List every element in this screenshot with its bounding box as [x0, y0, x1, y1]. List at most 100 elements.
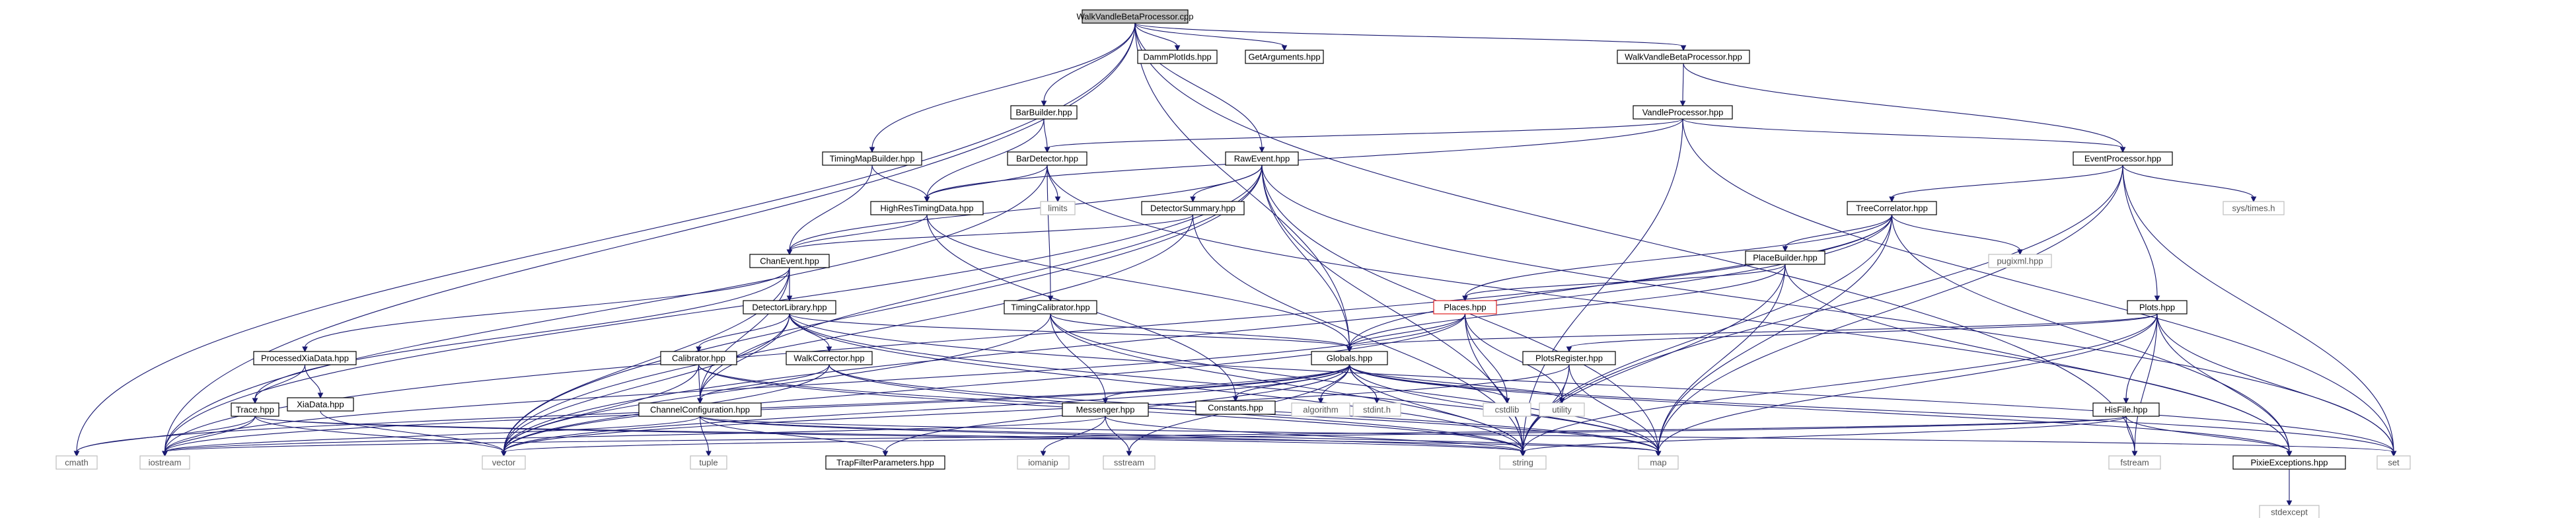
edge-highrestimingdata-to-chanevent	[789, 214, 928, 251]
edge-vandleprocessor-to-bardetector	[1047, 118, 1683, 149]
edge-root-to-cmath	[76, 22, 1136, 453]
edge-plots-to-globals	[1348, 313, 2158, 348]
node-label: Constants.hpp	[1208, 403, 1263, 413]
edge-chanevent-to-channelconfiguration	[699, 267, 790, 400]
edge-chanevent-to-processedxiadata	[304, 267, 790, 348]
edge-barbuilder-to-bardetector	[1043, 118, 1048, 149]
edge-arrowhead-rawevent-to-detectorsummary	[1190, 196, 1196, 203]
node-systimes: sys/times.h	[2223, 201, 2285, 215]
node-label: Messenger.hpp	[1076, 405, 1135, 415]
edge-placebuilder-to-string	[1522, 264, 1786, 453]
node-label: TimingCalibrator.hpp	[1011, 303, 1089, 313]
node-treecorrelator[interactable]: TreeCorrelator.hpp	[1847, 201, 1937, 215]
node-label: HisFile.hpp	[2104, 405, 2147, 415]
edge-histfile-to-string	[1522, 416, 2127, 453]
edge-arrowhead-chanevent-to-detectorlibrary	[786, 295, 793, 302]
node-detectorlibrary[interactable]: DetectorLibrary.hpp	[743, 300, 836, 314]
node-placebuilder[interactable]: PlaceBuilder.hpp	[1745, 250, 1825, 265]
node-trace[interactable]: Trace.hpp	[231, 402, 279, 417]
node-plotsregister[interactable]: PlotsRegister.hpp	[1522, 351, 1616, 365]
edge-timingmapbuilder-to-highrestimingdata	[871, 165, 928, 198]
edge-vandleprocessor-to-string	[1522, 118, 1683, 453]
node-timingcalibrator[interactable]: TimingCalibrator.hpp	[1004, 300, 1097, 314]
edge-arrowhead-walkvandlebetaprocessor_hpp-to-vandleprocessor	[1679, 100, 1686, 107]
node-timingmapbuilder[interactable]: TimingMapBuilder.hpp	[822, 151, 922, 166]
node-highrestimingdata[interactable]: HighResTimingData.hpp	[870, 201, 984, 215]
node-map: map	[1638, 455, 1679, 470]
node-rawevent[interactable]: RawEvent.hpp	[1225, 151, 1299, 166]
node-channelconfiguration[interactable]: ChannelConfiguration.hpp	[638, 402, 762, 417]
node-trapfilterparameters[interactable]: TrapFilterParameters.hpp	[825, 455, 945, 470]
node-vandleprocessor[interactable]: VandleProcessor.hpp	[1633, 105, 1733, 120]
edge-arrowhead-placebuilder-to-places	[1462, 295, 1468, 302]
edge-arrowhead-globals-to-stdinth	[1374, 398, 1380, 404]
edge-histfile-to-fstream	[2125, 416, 2135, 453]
edge-histfile-to-pixieexceptions	[2125, 416, 2290, 453]
nodes-layer: WalkVandleBetaProcessor.cppDammPlotIds.h…	[55, 9, 2411, 518]
edge-barbuilder-to-highrestimingdata	[926, 118, 1045, 198]
node-label: algorithm	[1303, 405, 1338, 415]
node-bardetector[interactable]: BarDetector.hpp	[1007, 151, 1087, 166]
node-calibrator[interactable]: Calibrator.hpp	[660, 351, 737, 365]
node-getarguments[interactable]: GetArguments.hpp	[1245, 50, 1324, 64]
edge-detectorsummary-to-vector	[503, 214, 1194, 453]
edge-rawevent-to-globals	[1261, 165, 1350, 348]
edge-arrowhead-processedxiadata-to-xiadata	[317, 392, 324, 399]
node-walkvandlebetaprocessor_hpp[interactable]: WalkVandleBetaProcessor.hpp	[1617, 50, 1750, 64]
edge-arrowhead-root-to-timingmapbuilder	[869, 147, 875, 153]
node-places[interactable]: Places.hpp	[1433, 300, 1497, 314]
edge-timingcalibrator-to-messenger	[1050, 313, 1106, 400]
edge-places-to-cstdlib	[1464, 313, 1508, 400]
edge-root-to-getarguments	[1134, 22, 1285, 47]
edge-detectorsummary-to-chanevent	[789, 214, 1194, 251]
edge-eventprocessor-to-systimes	[2122, 165, 2254, 198]
node-box	[1004, 300, 1097, 314]
node-box	[2376, 455, 2411, 470]
node-label: PixieExceptions.hpp	[2250, 458, 2328, 468]
node-label: GetArguments.hpp	[1248, 52, 1320, 62]
edge-eventprocessor-to-map	[1658, 165, 2123, 453]
node-globals[interactable]: Globals.hpp	[1311, 351, 1388, 365]
edge-treecorrelator-to-pixieexceptions	[1891, 214, 2290, 453]
edge-arrowhead-histfile-to-pixieexceptions	[2286, 451, 2293, 457]
node-label: PlotsRegister.hpp	[1535, 353, 1603, 363]
edge-placebuilder-to-pixieexceptions	[1785, 264, 2290, 453]
node-plots[interactable]: Plots.hpp	[2127, 300, 2188, 314]
node-xiadata[interactable]: XiaData.hpp	[287, 397, 354, 412]
edge-processedxiadata-to-xiadata	[304, 364, 321, 394]
edge-globals-to-set	[1348, 364, 2394, 453]
node-box	[749, 254, 830, 268]
edge-detectorlibrary-to-calibrator	[698, 313, 790, 348]
node-walkcorrector[interactable]: WalkCorrector.hpp	[786, 351, 873, 365]
edge-trace-to-map	[254, 416, 1659, 453]
node-box	[690, 455, 727, 470]
edge-channelconfiguration-to-trapfilterparameters	[699, 416, 886, 453]
node-histfile[interactable]: HisFile.hpp	[2092, 402, 2160, 417]
node-root[interactable]: WalkVandleBetaProcessor.cpp	[1076, 9, 1194, 24]
node-pixieexceptions[interactable]: PixieExceptions.hpp	[2232, 455, 2346, 470]
node-detectorsummary[interactable]: DetectorSummary.hpp	[1141, 201, 1245, 215]
node-box	[1847, 201, 1937, 215]
node-dammplotids[interactable]: DammPlotIds.hpp	[1137, 50, 1218, 64]
edge-arrowhead-histfile-to-iostream	[162, 451, 168, 457]
node-barbuilder[interactable]: BarBuilder.hpp	[1010, 105, 1078, 120]
node-box	[1522, 351, 1616, 365]
node-messenger[interactable]: Messenger.hpp	[1062, 402, 1149, 417]
node-box	[2073, 151, 2173, 166]
edge-arrowhead-plots-to-histfile	[2123, 398, 2129, 404]
node-box	[1291, 402, 1350, 417]
node-constants[interactable]: Constants.hpp	[1195, 400, 1276, 415]
node-box	[1040, 201, 1076, 215]
node-processedxiadata[interactable]: ProcessedXiaData.hpp	[253, 351, 357, 365]
node-chanevent[interactable]: ChanEvent.hpp	[749, 254, 830, 268]
node-box	[786, 351, 873, 365]
edge-root-to-fstream	[1134, 22, 2135, 453]
node-box	[638, 402, 762, 417]
edge-plots-to-string	[1522, 313, 2158, 453]
node-label: iostream	[149, 458, 182, 468]
node-box	[2223, 201, 2285, 215]
node-stdinth: stdint.h	[1352, 402, 1401, 417]
node-eventprocessor[interactable]: EventProcessor.hpp	[2073, 151, 2173, 166]
node-label: TimingMapBuilder.hpp	[830, 154, 915, 164]
node-label: ProcessedXiaData.hpp	[261, 353, 349, 363]
